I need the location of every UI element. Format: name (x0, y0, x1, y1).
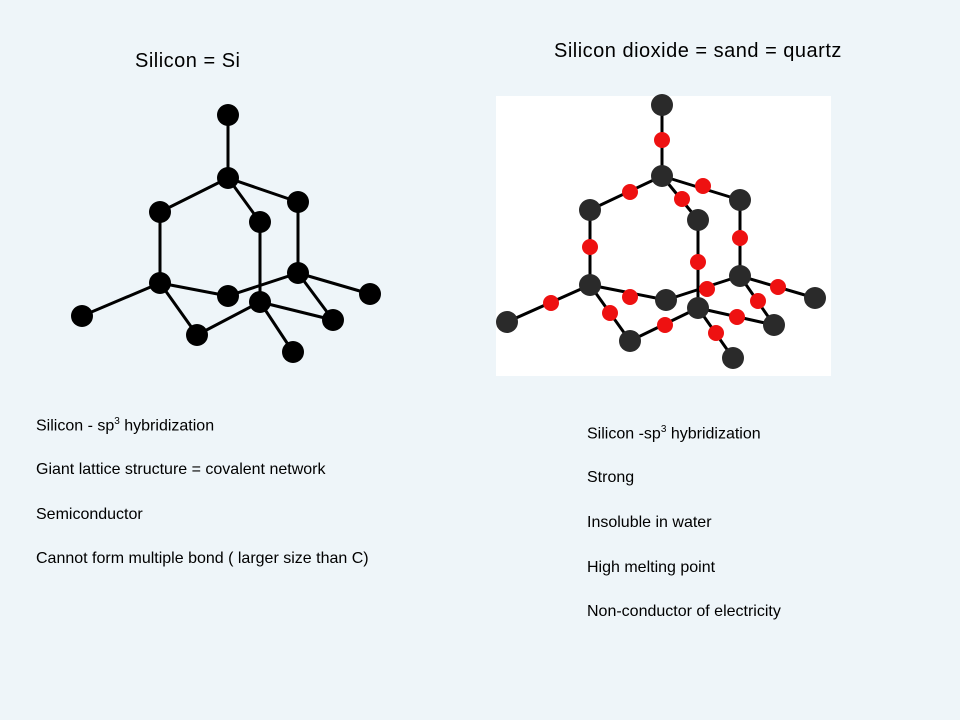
silicon-property-multiple-bond: Cannot form multiple bond ( larger size … (36, 550, 369, 567)
quartz-property-strong: Strong (587, 469, 635, 486)
quartz-silicon-atoms (496, 94, 826, 369)
silicon-property-hybridization: Silicon - sp3 hybridization (36, 416, 215, 435)
silicon-title: Silicon = Si (135, 50, 241, 72)
quartz-oxygen-atoms (543, 132, 786, 341)
silicon-property-lattice: Giant lattice structure = covalent netwo… (36, 461, 326, 478)
quartz-property-melting-point: High melting point (587, 559, 716, 576)
silicon-dioxide-title: Silicon dioxide = sand = quartz (554, 40, 842, 62)
quartz-property-nonconductor: Non-conductor of electricity (587, 603, 781, 620)
silicon-property-semiconductor: Semiconductor (36, 506, 143, 523)
quartz-property-hybridization: Silicon -sp3 hybridization (587, 424, 761, 443)
quartz-property-insoluble: Insoluble in water (587, 514, 712, 531)
silicon-atoms (71, 104, 381, 363)
